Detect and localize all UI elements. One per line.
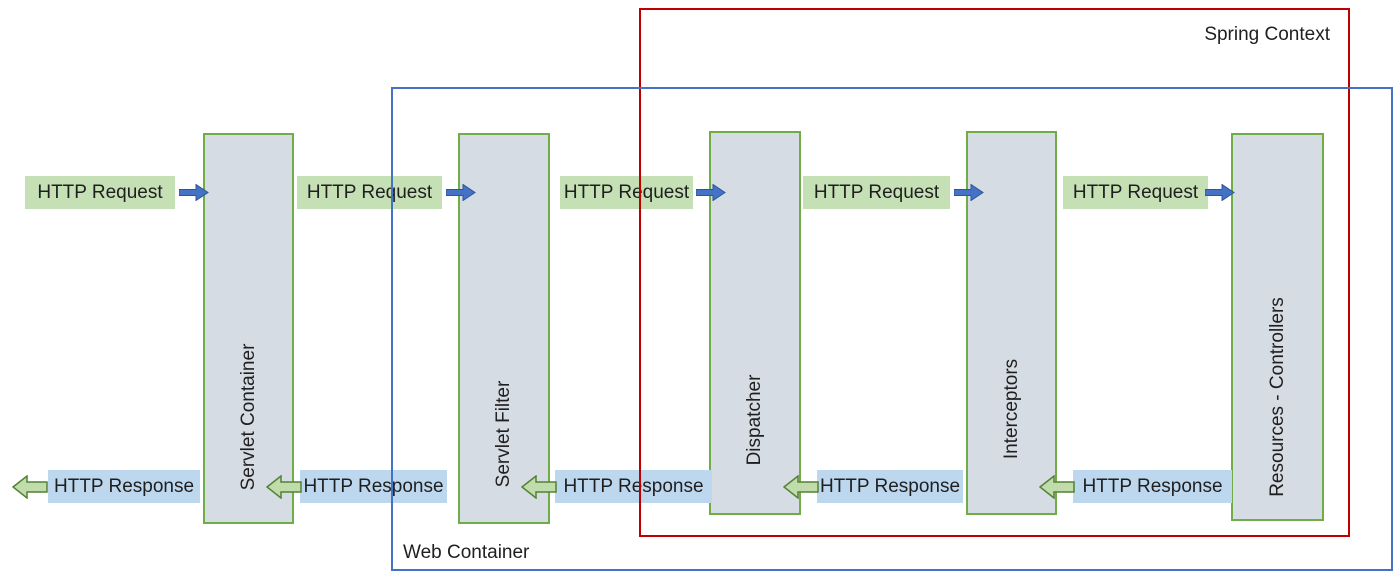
- response-arrow-left-icon: [12, 475, 48, 499]
- spring-context-boundary: [639, 8, 1350, 537]
- http-response-tag: HTTP Response: [817, 470, 963, 503]
- http-response-tag: HTTP Response: [48, 470, 200, 503]
- response-arrow-left-icon: [521, 475, 557, 499]
- web-container-boundary: [391, 87, 1393, 571]
- component-box-servlet-container: Servlet Container: [203, 133, 294, 524]
- component-box-interceptors: Interceptors: [966, 131, 1057, 515]
- request-arrow-right-icon: [179, 184, 209, 201]
- http-response-tag: HTTP Response: [1073, 470, 1232, 503]
- request-arrow-right-icon: [446, 184, 476, 201]
- response-arrow-left-icon: [1039, 475, 1075, 499]
- component-box-servlet-filter: Servlet Filter: [458, 133, 550, 524]
- spring-context-label: Spring Context: [1204, 24, 1330, 45]
- http-request-tag: HTTP Request: [1063, 176, 1208, 209]
- http-request-tag: HTTP Request: [297, 176, 442, 209]
- response-arrow-left-icon: [266, 475, 302, 499]
- request-arrow-right-icon: [1205, 184, 1235, 201]
- response-arrow-left-icon: [783, 475, 819, 499]
- http-response-tag: HTTP Response: [300, 470, 447, 503]
- component-box-dispatcher: Dispatcher: [709, 131, 801, 515]
- request-arrow-right-icon: [696, 184, 726, 201]
- http-request-tag: HTTP Request: [25, 176, 175, 209]
- http-request-tag: HTTP Request: [803, 176, 950, 209]
- http-response-tag: HTTP Response: [555, 470, 712, 503]
- component-label-servlet-container: Servlet Container: [237, 343, 259, 491]
- request-arrow-right-icon: [954, 184, 984, 201]
- web-container-label: Web Container: [403, 542, 530, 563]
- component-box-resources-controllers: Resources - Controllers: [1231, 133, 1324, 521]
- http-request-tag: HTTP Request: [560, 176, 693, 209]
